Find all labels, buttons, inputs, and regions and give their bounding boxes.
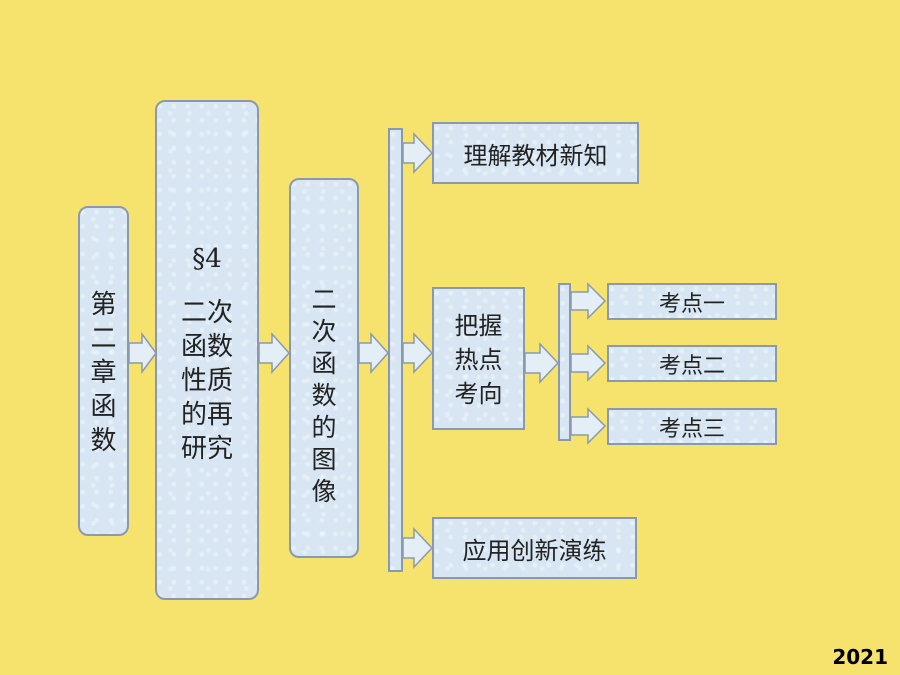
topic-char: 图: [311, 445, 337, 474]
chapter-char: 章: [90, 358, 117, 388]
section-line: 性质: [180, 366, 233, 396]
point-label: 考点一: [658, 291, 725, 317]
hotspots-box: 把握 热点 考向: [432, 287, 525, 430]
topic-box: 二 次 函 数 的 图 像: [289, 178, 359, 558]
arrow-right-icon: [358, 332, 390, 374]
topic-char: 的: [311, 413, 337, 442]
section-number: §4: [192, 244, 222, 274]
point-box-1: 考点一: [607, 283, 777, 320]
point-label: 考点二: [658, 353, 725, 379]
section-label: §4 二次 函数 性质 的再 研究: [157, 242, 257, 466]
topic-char: 二: [311, 285, 337, 314]
chapter-char: 二: [90, 324, 117, 354]
understand-box: 理解教材新知: [432, 122, 639, 184]
chapter-char: 第: [90, 290, 117, 320]
hotspots-label: 把握 热点 考向: [434, 309, 523, 411]
arrow-right-icon: [402, 527, 434, 569]
topic-char: 像: [311, 477, 337, 506]
section-line: 的再: [180, 400, 233, 430]
hotspots-line: 热点: [454, 346, 503, 374]
chapter-char: 函: [90, 392, 117, 422]
point-label: 考点三: [658, 416, 725, 442]
arrow-right-icon: [524, 342, 560, 384]
point-box-3: 考点三: [607, 408, 777, 445]
chapter-label: 第 二 章 函 数: [80, 288, 127, 458]
section-line: 函数: [180, 332, 233, 362]
arrow-right-icon: [570, 344, 607, 382]
point-box-2: 考点二: [607, 345, 777, 382]
topic-char: 数: [311, 381, 337, 410]
chapter-char: 数: [90, 426, 117, 456]
section-line: 研究: [180, 434, 233, 464]
chapter-box: 第 二 章 函 数: [78, 206, 129, 536]
section-box: §4 二次 函数 性质 的再 研究: [155, 100, 259, 600]
branch-bracket-bar: [388, 128, 403, 572]
topic-char: 函: [311, 349, 337, 378]
arrow-right-icon: [258, 332, 291, 374]
arrow-right-icon: [570, 407, 607, 445]
topic-char: 次: [311, 317, 337, 346]
arrow-right-icon: [402, 332, 434, 374]
arrow-right-icon: [128, 331, 157, 375]
hotspots-line: 把握: [454, 312, 503, 340]
understand-label: 理解教材新知: [463, 141, 608, 170]
topic-label: 二 次 函 数 的 图 像: [291, 284, 357, 508]
section-line: 二次: [180, 298, 233, 328]
apply-box: 应用创新演练: [432, 517, 637, 579]
hotspots-line: 考向: [454, 380, 503, 408]
apply-label: 应用创新演练: [462, 536, 607, 565]
arrow-right-icon: [402, 132, 434, 174]
points-bracket-bar: [558, 283, 571, 441]
year-label: 2021: [832, 645, 888, 669]
arrow-right-icon: [570, 282, 607, 320]
